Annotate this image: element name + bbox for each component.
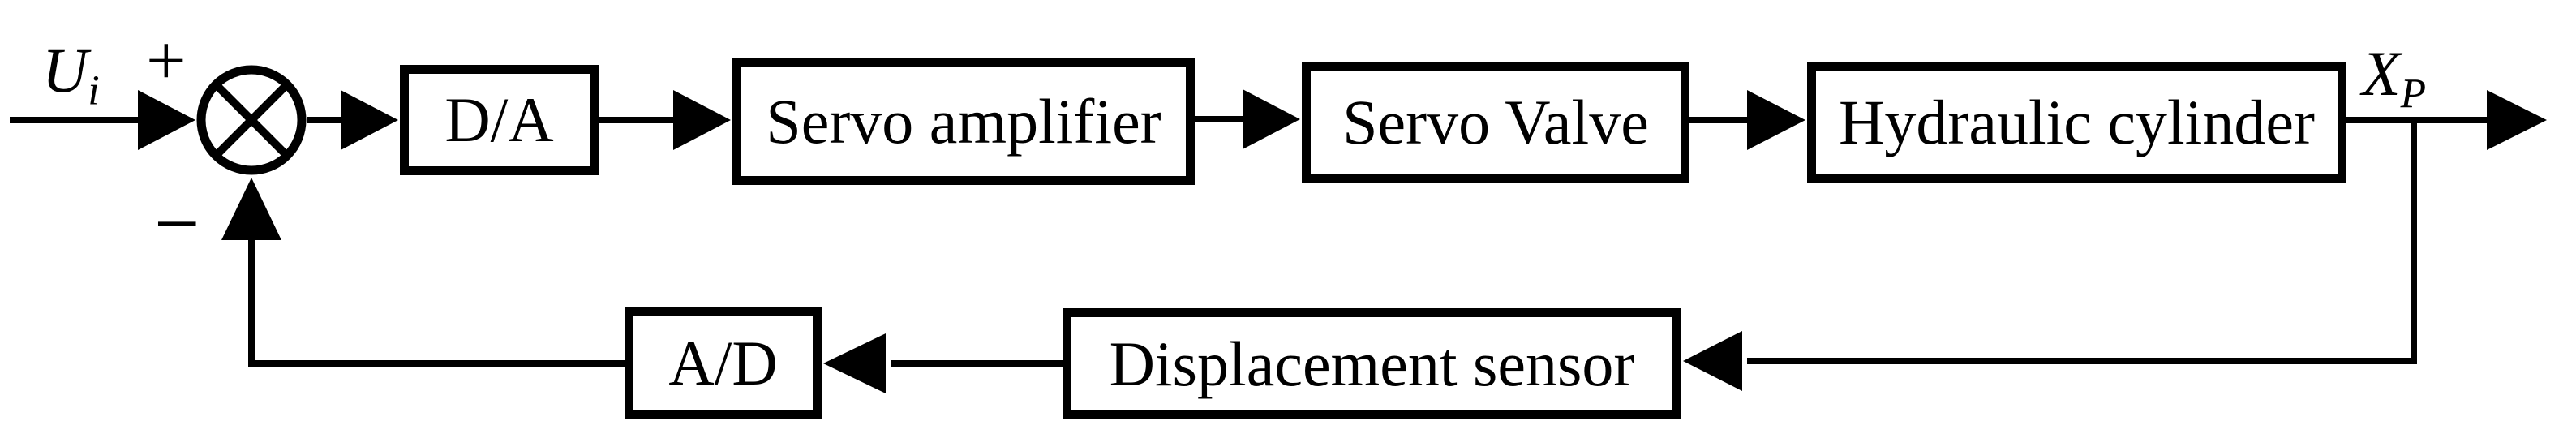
input-signal-label: Ui bbox=[42, 35, 100, 114]
arrowhead-right-icon bbox=[673, 90, 731, 150]
arrowhead-left-icon bbox=[823, 333, 886, 393]
arrowhead-left-icon bbox=[1683, 331, 1742, 391]
plus-sign-label: + bbox=[146, 22, 187, 101]
block-ad-converter: A/D bbox=[625, 307, 822, 419]
block-label: Servo Valve bbox=[1342, 87, 1649, 157]
arrowhead-right-icon bbox=[138, 90, 195, 150]
block-servo-amplifier: Servo amplifier bbox=[732, 58, 1195, 185]
block-hydraulic-cylinder: Hydraulic cylinder bbox=[1807, 62, 2346, 183]
block-servo-valve: Servo Valve bbox=[1302, 62, 1689, 183]
arrowhead-right-icon bbox=[341, 90, 398, 150]
junction-cross-icon bbox=[213, 81, 290, 159]
minus-sign-label: − bbox=[154, 178, 200, 269]
output-signal-label: XP bbox=[2362, 38, 2427, 118]
arrowhead-right-icon bbox=[1243, 89, 1300, 149]
block-label: Servo amplifier bbox=[766, 86, 1161, 157]
block-da-converter: D/A bbox=[400, 65, 599, 175]
block-label: Displacement sensor bbox=[1109, 328, 1635, 399]
arrowhead-up-icon bbox=[221, 178, 281, 240]
block-label: D/A bbox=[444, 84, 554, 155]
arrowhead-right-icon bbox=[1747, 90, 1805, 150]
ad-to-junction-line bbox=[248, 238, 626, 367]
block-label: Hydraulic cylinder bbox=[1839, 87, 2315, 157]
feedback-branch-line bbox=[1747, 120, 2417, 364]
block-displacement-sensor: Displacement sensor bbox=[1063, 308, 1681, 419]
block-label: A/D bbox=[668, 327, 778, 398]
arrowhead-right-icon bbox=[2487, 90, 2547, 150]
